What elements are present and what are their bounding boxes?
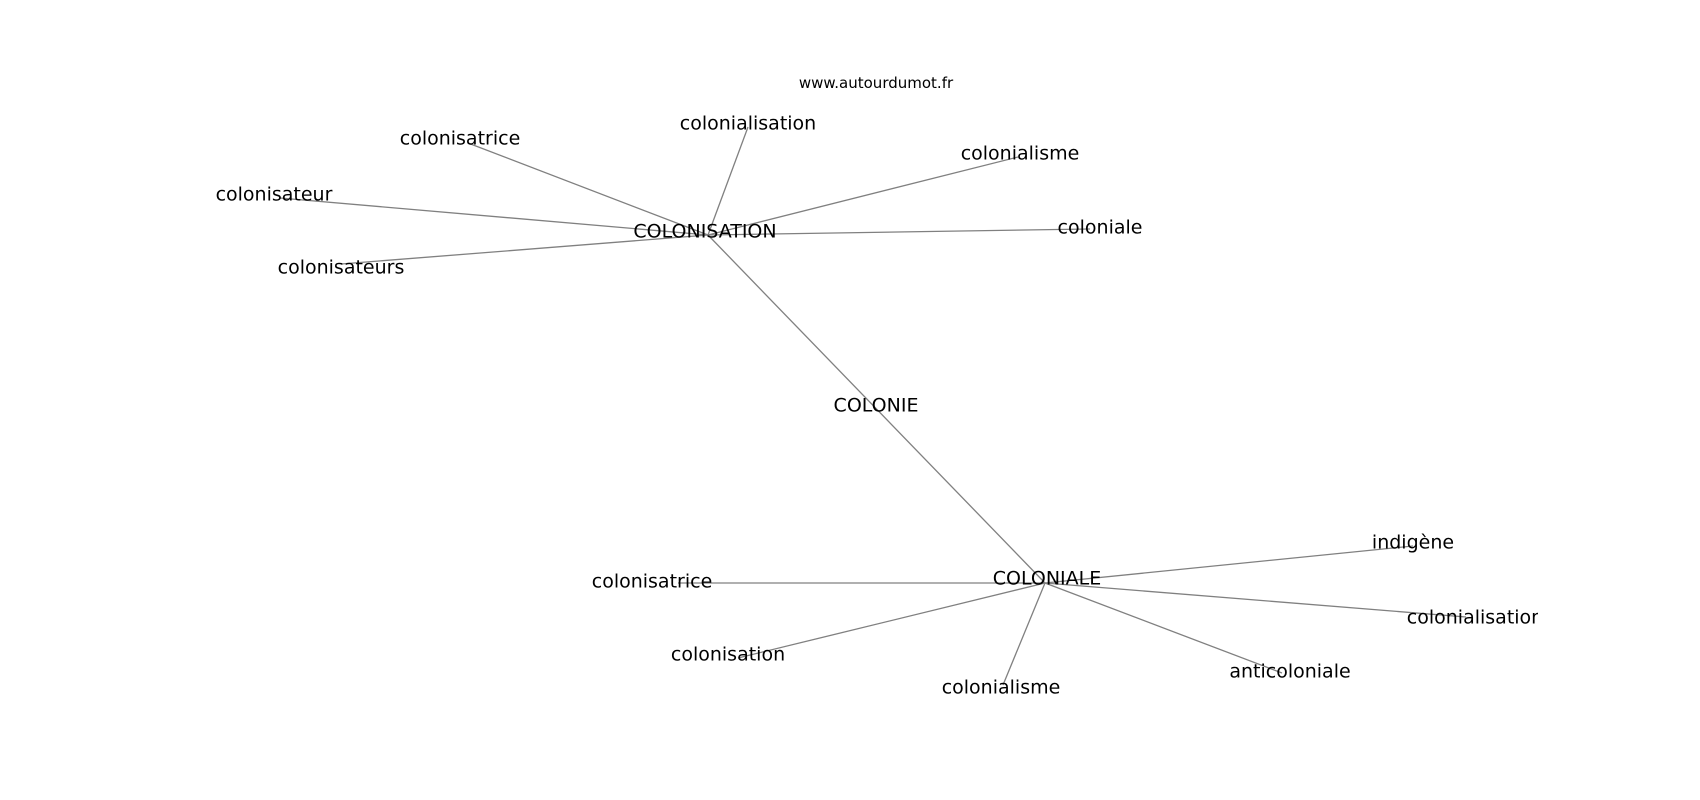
node-coloniale-right[interactable]: coloniale (1057, 216, 1143, 239)
node-colonialisme-top[interactable]: colonialisme (960, 142, 1080, 165)
nodes-layer: COLONIE COLONISATION COLONIALE colonisat… (215, 112, 1538, 699)
node-anticoloniale[interactable]: anticoloniale (1229, 660, 1351, 683)
edge-colonisation_hub-coloniale_right (707, 228, 1091, 236)
edge-coloniale_hub-indigene (1044, 545, 1414, 584)
edge-colonisation_hub-colonisateur (279, 197, 709, 236)
edge-coloniale_hub-colonialisme_bottom (1002, 582, 1046, 686)
node-colonisateurs[interactable]: colonisateurs (277, 256, 405, 279)
node-colonialisme-bottom[interactable]: colonialisme (941, 676, 1061, 699)
edge-colonisation_hub-colonisateurs (340, 234, 709, 265)
node-colonie[interactable]: COLONIE (833, 394, 919, 417)
node-colonisatrice-bottom[interactable]: colonisatrice (591, 570, 713, 593)
node-colonisation-bottom[interactable]: colonisation (670, 643, 786, 666)
node-colonisateur[interactable]: colonisateur (215, 183, 333, 206)
edge-colonisation_hub-coloniale_hub (707, 234, 1046, 584)
edge-colonisation_hub-colonialisation_top (707, 126, 749, 236)
node-coloniale-hub[interactable]: COLONIALE (992, 567, 1102, 590)
node-colonialisation-top[interactable]: colonialisation (679, 112, 817, 135)
node-colonisatrice-top[interactable]: colonisatrice (399, 127, 521, 150)
edge-colonisation_hub-colonialisme_top (707, 156, 1019, 236)
edge-coloniale_hub-anticoloniale (1044, 582, 1283, 674)
node-indigene[interactable]: indigène (1371, 531, 1455, 554)
node-colonialisation-bottom[interactable]: colonialisation (1406, 606, 1538, 629)
node-colonisation-hub[interactable]: COLONISATION (633, 220, 777, 243)
edge-coloniale_hub-colonialisation_bottom (1044, 582, 1467, 618)
edge-coloniale_hub-colonisation_bottom (737, 582, 1046, 659)
watermark-text: www.autourdumot.fr (798, 74, 954, 92)
edge-colonisation_hub-colonisatrice_top (467, 142, 709, 236)
